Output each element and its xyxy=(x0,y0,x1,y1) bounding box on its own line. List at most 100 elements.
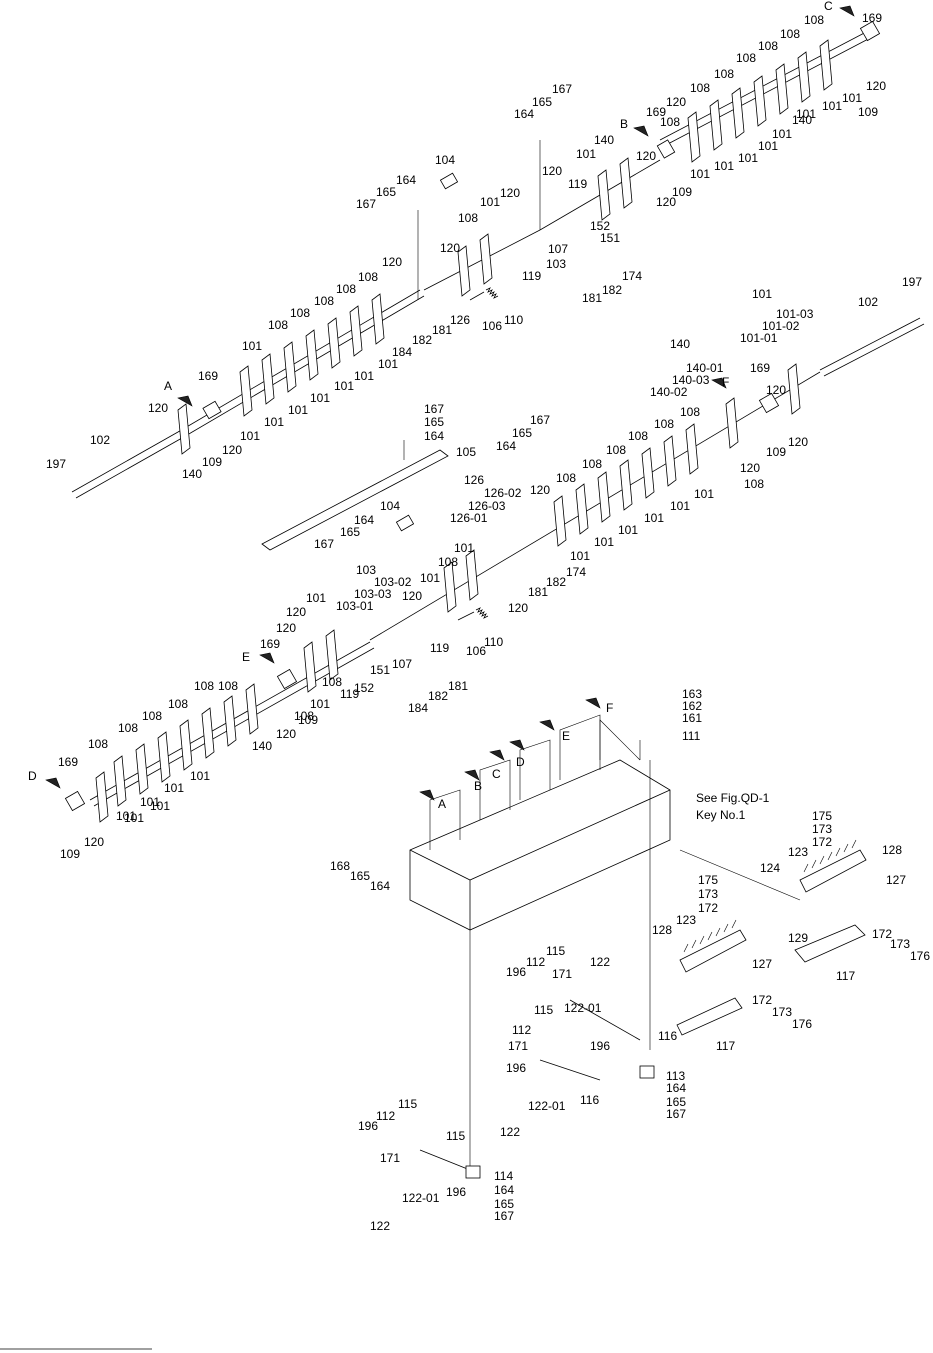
callout-label: 101 xyxy=(310,697,330,711)
callout-label: 102 xyxy=(90,433,110,447)
callout-label: 109 xyxy=(60,847,80,861)
callout-label: 174 xyxy=(566,565,586,579)
callout-label: 120 xyxy=(276,621,296,635)
callout-label: 101 xyxy=(310,391,330,405)
view-label-f: F xyxy=(722,375,729,389)
callout-label: 165 xyxy=(340,525,360,539)
callout-label: 165 xyxy=(424,415,444,429)
callout-label: 112 xyxy=(376,1109,395,1123)
callout-label: 164 xyxy=(354,513,374,527)
callout-label: 101 xyxy=(842,91,862,105)
callout-label: 102 xyxy=(858,295,878,309)
callout-label: 101 xyxy=(714,159,734,173)
callout-label: 169 xyxy=(198,369,218,383)
upper-shaft-assembly xyxy=(71,20,881,499)
callout-label: 169 xyxy=(646,105,666,119)
callout-label: 196 xyxy=(506,1061,526,1075)
callout-label: 120 xyxy=(656,195,676,209)
callout-label: 197 xyxy=(46,457,66,471)
callout-label: 167 xyxy=(530,413,550,427)
callout-label: 101 xyxy=(240,429,260,443)
callout-label: 101 xyxy=(576,147,596,161)
callout-label: 165 xyxy=(666,1095,686,1109)
frame-housing xyxy=(409,714,801,1170)
callout-label: 120 xyxy=(402,589,422,603)
callout-label: 123 xyxy=(676,913,696,927)
callout-label: 196 xyxy=(506,965,526,979)
middle-blade-set xyxy=(95,363,801,823)
callout-label: 108 xyxy=(736,51,756,65)
callout-label: 101 xyxy=(150,799,170,813)
view-label-b-frame: B xyxy=(474,779,482,793)
callout-label: 108 xyxy=(294,709,314,723)
callout-label: 120 xyxy=(440,241,460,255)
callout-label: 101 xyxy=(420,571,440,585)
callout-label: 165 xyxy=(532,95,552,109)
callout-label: 109 xyxy=(202,455,222,469)
callout-label: 124 xyxy=(760,861,780,875)
callout-label: 103-01 xyxy=(336,599,374,613)
callout-label: 119 xyxy=(522,269,541,283)
callout-label: 126-01 xyxy=(450,511,488,525)
callout-label: 120 xyxy=(148,401,168,415)
callout-label: 140 xyxy=(594,133,614,147)
view-label-a: A xyxy=(164,379,172,393)
callout-label: 101 xyxy=(190,769,210,783)
callout-label: 120 xyxy=(500,186,520,200)
callout-label: 103 xyxy=(356,563,376,577)
callout-label: 111 xyxy=(682,729,701,743)
callout-label: 120 xyxy=(84,835,104,849)
callout-label: 182 xyxy=(428,689,448,703)
callout-label: 104 xyxy=(380,499,400,513)
callout-label: 110 xyxy=(504,313,523,327)
callout-label: 119 xyxy=(568,177,587,191)
callout-label: 101 xyxy=(242,339,262,353)
callout-label: 152 xyxy=(590,219,610,233)
callout-label: 108 xyxy=(582,457,602,471)
callout-label: 169 xyxy=(862,11,882,25)
callout-label: 173 xyxy=(772,1005,792,1019)
callout-label: 101 xyxy=(694,487,714,501)
callout-label: 103-02 xyxy=(374,575,412,589)
callout-label: 164 xyxy=(396,173,416,187)
callout-label: 101 xyxy=(690,167,710,181)
callout-label: 112 xyxy=(526,955,545,969)
callout-label: 120 xyxy=(530,483,550,497)
callout-label: 165 xyxy=(512,426,532,440)
reference-note-line2: Key No.1 xyxy=(696,808,746,822)
callout-label: 175 xyxy=(812,809,832,823)
callout-label: 181 xyxy=(528,585,548,599)
callout-label: 108 xyxy=(654,417,674,431)
callout-label: 126 xyxy=(464,473,484,487)
callout-label: 101 xyxy=(822,99,842,113)
callout-label: 167 xyxy=(494,1209,514,1223)
callout-label: 101 xyxy=(306,591,326,605)
view-label-c: C xyxy=(824,0,833,13)
callout-label: 101 xyxy=(454,541,474,555)
plate-117-upper xyxy=(794,924,866,963)
callout-label: 167 xyxy=(356,197,376,211)
callout-label: 109 xyxy=(858,105,878,119)
callout-label: 103 xyxy=(546,257,566,271)
callout-label: 108 xyxy=(758,39,778,53)
callout-label: 108 xyxy=(556,471,576,485)
callout-label: 140 xyxy=(252,739,272,753)
callout-label: 120 xyxy=(636,149,656,163)
callout-label: 109 xyxy=(298,713,318,727)
callout-label: 122 xyxy=(370,1219,390,1233)
callout-label: 174 xyxy=(622,269,642,283)
callout-label: 101-01 xyxy=(740,331,778,345)
callout-label: 108 xyxy=(744,477,764,491)
callout-label: 108 xyxy=(290,306,310,320)
callout-label: 108 xyxy=(458,211,478,225)
view-letter-labels: A B C D E F A B C D E F xyxy=(28,0,833,811)
callout-label: 108 xyxy=(714,67,734,81)
callout-label: 122-01 xyxy=(564,1001,602,1015)
heatsink-lower-left xyxy=(679,919,747,973)
callout-label: 108 xyxy=(680,405,700,419)
callout-label: 171 xyxy=(508,1039,528,1053)
callout-label: 109 xyxy=(766,445,786,459)
lower-linkages xyxy=(419,999,655,1179)
callout-label: 108 xyxy=(142,709,162,723)
